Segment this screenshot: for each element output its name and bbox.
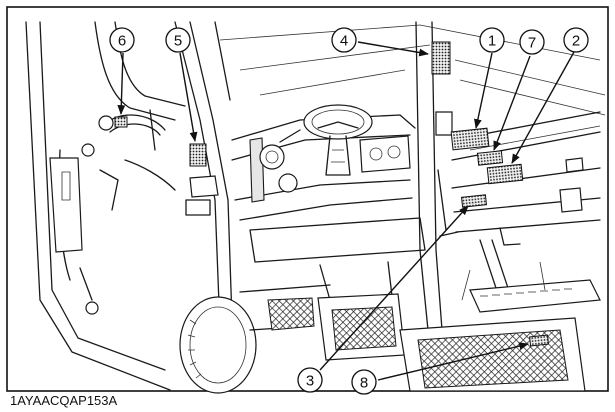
leader-5 (179, 52, 198, 142)
callout-7: 7 (519, 29, 545, 55)
leader-7 (493, 55, 531, 151)
callout-4: 4 (331, 27, 357, 53)
callout-2: 2 (563, 27, 589, 53)
leader-6 (117, 52, 126, 115)
svg-text:6: 6 (118, 33, 126, 50)
svg-text:5: 5 (174, 33, 182, 50)
callout-3: 3 (297, 367, 323, 393)
svg-text:8: 8 (360, 375, 368, 392)
callout-1: 1 (479, 27, 505, 53)
decal-5 (189, 143, 207, 167)
svg-text:1: 1 (488, 33, 496, 50)
leader-8 (377, 342, 529, 381)
decal-8 (529, 334, 550, 347)
figure-code: 1AYAACQAP153A (10, 393, 118, 408)
decal-3 (460, 194, 488, 208)
leader-3 (319, 205, 469, 371)
callout-6: 6 (109, 27, 135, 53)
svg-text:4: 4 (340, 33, 348, 50)
decal-1 (450, 127, 490, 151)
decal-4 (431, 41, 451, 75)
leader-1 (474, 52, 493, 129)
callout-8: 8 (351, 369, 377, 395)
svg-text:2: 2 (572, 33, 580, 50)
decal-6 (114, 116, 128, 128)
leader-2 (511, 51, 575, 164)
callout-5: 5 (165, 27, 191, 53)
decal-2 (486, 163, 524, 185)
svg-text:7: 7 (528, 35, 536, 52)
decal-7 (476, 150, 504, 166)
leader-4 (357, 41, 429, 57)
svg-text:3: 3 (306, 373, 314, 390)
